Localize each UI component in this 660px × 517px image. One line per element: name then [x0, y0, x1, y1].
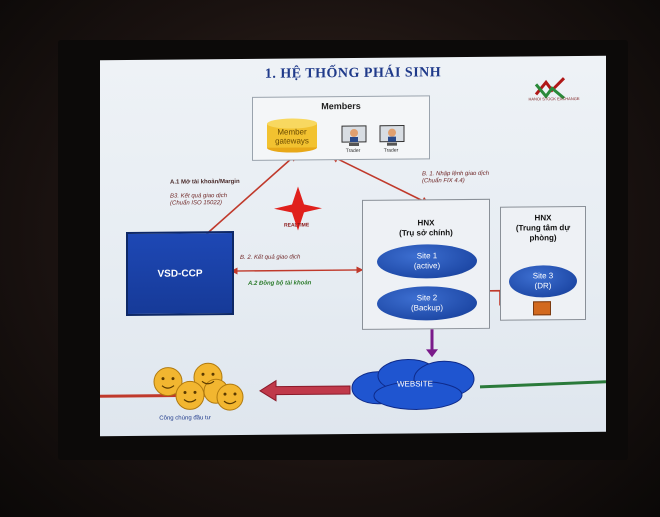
website-label: WEBSITE	[396, 378, 433, 389]
gateway-label: Member gateways	[275, 127, 309, 146]
trader-terminal-icon	[379, 125, 405, 146]
public-investors-label: Công chúng đầu tư	[159, 415, 211, 422]
realtime-star-icon	[274, 186, 322, 231]
hnx-dr-title: HNX (Trung tâm dự phòng)	[515, 213, 571, 243]
site-2-node: Site 2 (Backup)	[377, 285, 477, 321]
flow-label-a2: A.2 Đồng bộ tài khoản	[248, 280, 312, 287]
trader-label: Trader	[383, 147, 399, 154]
flow-label-a1: A.1 Mở tài khoản/Margin	[170, 178, 240, 186]
trader-terminal-icon	[341, 125, 367, 147]
arrow-members-vsd	[194, 153, 298, 245]
trader-label: Trader	[345, 147, 361, 155]
realtime-label: REALTIME	[284, 222, 310, 229]
arrow-website-public	[259, 379, 351, 402]
site-3-node: Site 3 (DR)	[509, 265, 577, 298]
gateway-cylinder-icon	[267, 118, 317, 153]
hnx-dr-box: HNX (Trung tâm dự phòng) Site 3 (DR)	[500, 205, 586, 321]
slide: 1. HỆ THỐNG PHÁI SINH HANOI STOCK EXCHAN…	[100, 55, 606, 437]
hnx-main-title: HNX (Trụ sở chính)	[399, 218, 453, 238]
site-1-node: Site 1 (active)	[377, 243, 477, 279]
members-title: Members	[321, 100, 361, 112]
members-box: Members Member gateways Trader Trader	[252, 95, 430, 161]
arrow-members-hnx	[330, 155, 430, 205]
hnx-logo-icon	[534, 77, 566, 100]
vsd-ccp-box: VSD-CCP	[126, 231, 234, 316]
flow-label-b2: B. 2. Kết quả giao dịch	[240, 254, 301, 261]
flow-label-b3: B3. Kết quả giao dịch (Chuẩn ISO 15022)	[170, 193, 228, 207]
timeline-bar-right	[479, 380, 606, 389]
website-cloud-icon	[351, 359, 475, 410]
dr-connector-icon	[533, 301, 551, 316]
arrowhead-hnx-website	[426, 349, 438, 358]
flow-label-b1: B. 1. Nhập lệnh giao dịch (Chuẩn FIX 4.4…	[422, 170, 490, 185]
investor-smileys-icon	[153, 362, 244, 411]
arrow-vsd-hnx	[230, 266, 364, 275]
hnx-main-box: HNX (Trụ sở chính) Site 1 (active) Site …	[362, 198, 490, 330]
